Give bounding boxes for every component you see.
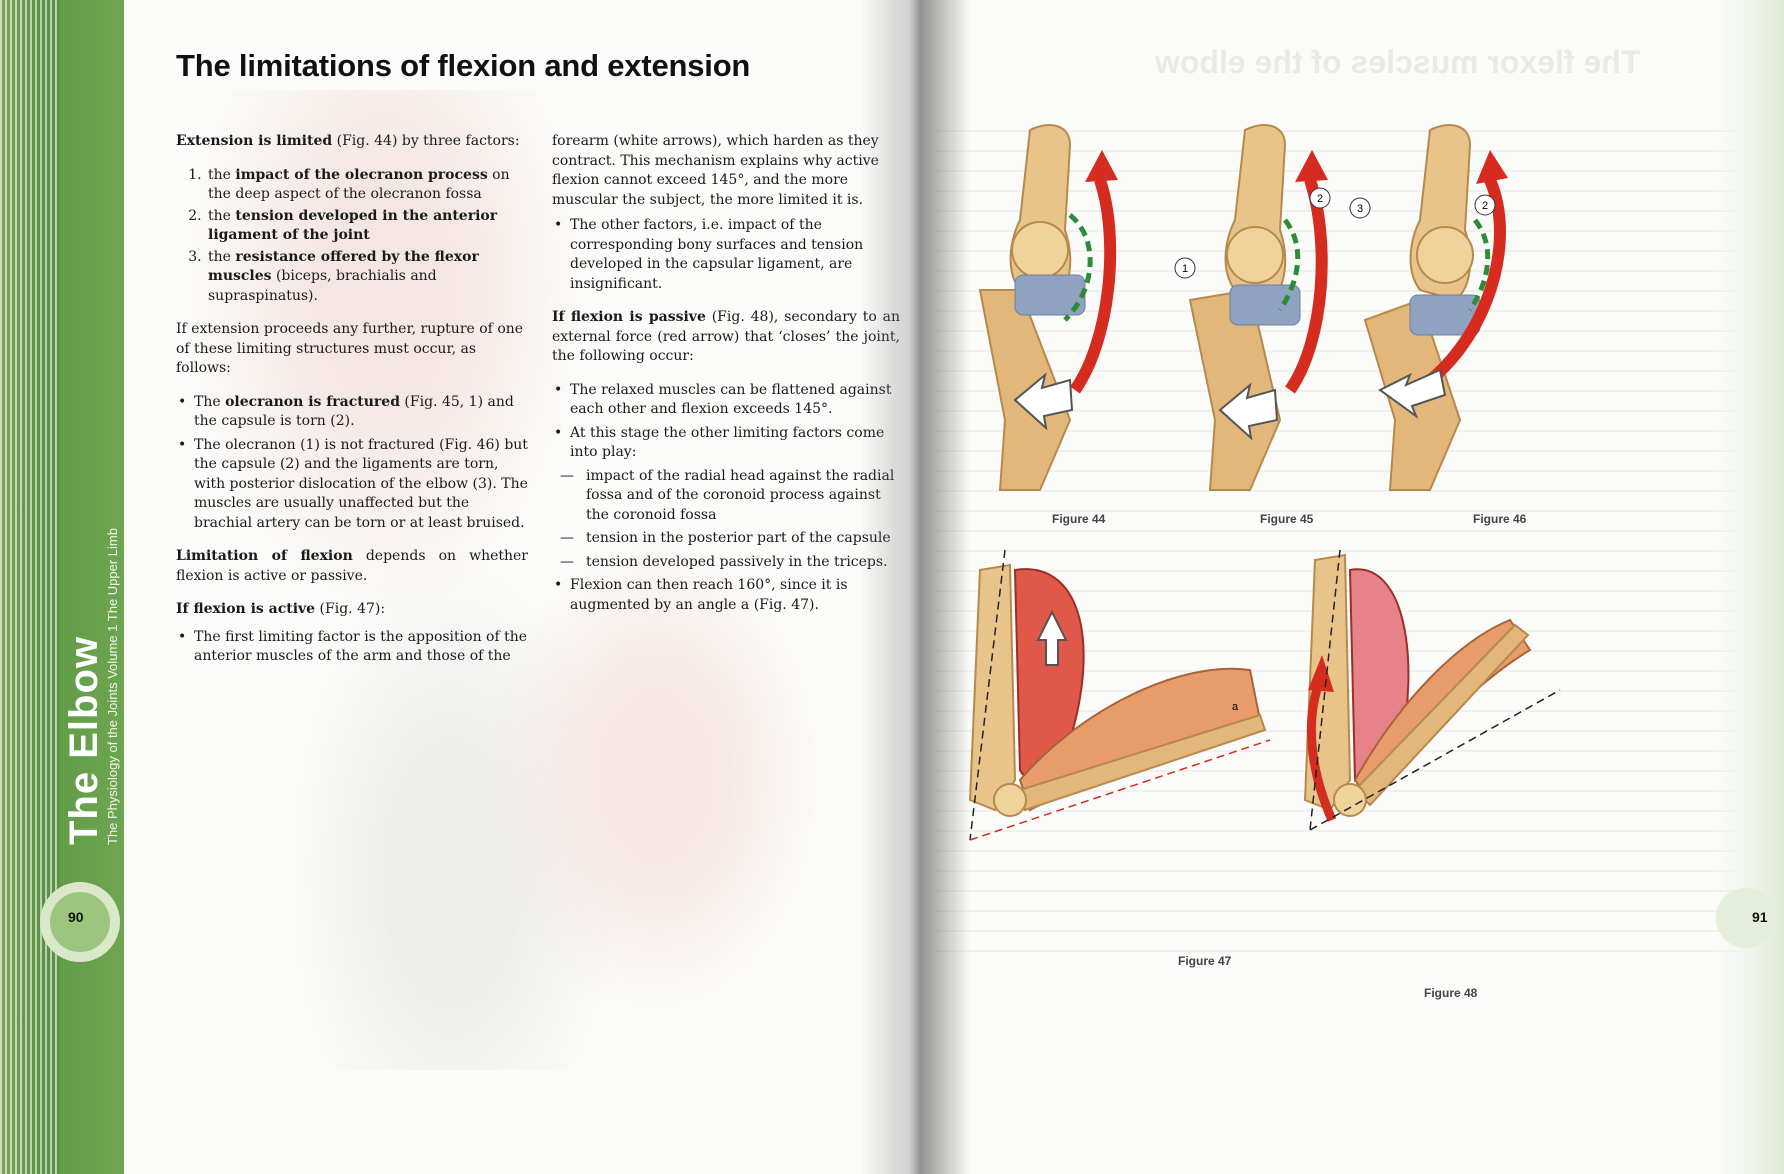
list-item: The other factors, i.e. impact of the co… xyxy=(554,216,900,294)
book-subtitle: The Physiology of the Joints Volume 1 Th… xyxy=(105,528,120,845)
paragraph: If flexion is active (Fig. 47): xyxy=(176,601,386,617)
marker-2 xyxy=(1309,187,1331,209)
bullet-list: The relaxed muscles can be flattened aga… xyxy=(552,381,900,463)
forearm-axis-line xyxy=(969,739,1271,841)
page-number-right: 91 xyxy=(1752,909,1768,925)
page-edge-stripes xyxy=(0,0,60,1174)
figure-46-caption: Figure 46 xyxy=(1473,512,1527,526)
humerus-bone xyxy=(968,563,1017,812)
marker-2 xyxy=(1474,194,1496,216)
marker-2-label: 2 xyxy=(1482,200,1488,212)
list-item: The olecranon (1) is not fractured (Fig.… xyxy=(178,436,528,534)
arrow-head xyxy=(1476,150,1508,184)
elbow-joint xyxy=(993,783,1027,817)
trochlea xyxy=(1416,226,1474,284)
book-gutter-shadow xyxy=(860,0,970,1174)
arrow-head xyxy=(1308,655,1334,692)
bullet-list: Flexion can then reach 160°, since it is… xyxy=(552,576,900,615)
paragraph: If flexion is passive (Fig. 48), seconda… xyxy=(552,309,900,364)
list-item: the tension developed in the anterior li… xyxy=(206,207,528,246)
figure-46-illustration: 3 2 xyxy=(1349,124,1508,491)
angle-a-label: a xyxy=(1232,701,1239,713)
list-item: tension in the posterior part of the cap… xyxy=(560,529,900,549)
passive-force-arrow xyxy=(1306,678,1337,822)
list-item: The relaxed muscles can be flattened aga… xyxy=(554,381,900,420)
text-column-1: Extension is limited (Fig. 44) by three … xyxy=(176,132,528,681)
trochlea xyxy=(1226,226,1284,284)
list-item: At this stage the other limiting factors… xyxy=(554,424,900,463)
marker-2-label: 2 xyxy=(1317,193,1323,205)
anatomy-figures: 1 2 3 2 a xyxy=(968,124,1561,841)
paragraph: Extension is limited (Fig. 44) by three … xyxy=(176,133,520,149)
dash-list: impact of the radial head against the ra… xyxy=(552,467,900,573)
figure-45-illustration: 1 2 xyxy=(1174,124,1331,491)
axis-line xyxy=(969,549,1006,841)
extension-arrow xyxy=(1070,178,1117,394)
marker-1 xyxy=(1174,257,1196,279)
capsule xyxy=(1229,284,1301,326)
show-through-title: The flexor muscles of the elbow xyxy=(1155,44,1641,80)
left-page: 90 The Elbow The Physiology of the Joint… xyxy=(0,0,900,1174)
chapter-tab-text: The Elbow The Physiology of the Joints V… xyxy=(62,528,120,845)
trochlea xyxy=(1011,221,1069,279)
marker-1-label: 1 xyxy=(1182,263,1188,275)
figure-47-caption: Figure 47 xyxy=(1178,954,1232,968)
paragraph: Limitation of flexion depends on whether… xyxy=(176,548,528,584)
bullet-list: The other factors, i.e. impact of the co… xyxy=(552,216,900,294)
arrow-head xyxy=(1085,150,1118,182)
white-arrow xyxy=(1036,609,1068,666)
axis-line xyxy=(1309,549,1341,831)
figure-48-illustration xyxy=(1303,549,1561,831)
elbow-joint xyxy=(1333,783,1367,817)
arrow-head xyxy=(1295,150,1328,182)
page-number-badge xyxy=(1716,888,1776,948)
paragraph: If extension proceeds any further, ruptu… xyxy=(176,321,524,376)
figure-48-caption: Figure 48 xyxy=(1424,986,1478,1000)
list-item: the impact of the olecranon process on t… xyxy=(206,166,528,205)
marker-3-label: 3 xyxy=(1357,203,1363,215)
ligament xyxy=(1277,218,1301,312)
list-item: the resistance offered by the flexor mus… xyxy=(206,248,528,307)
list-item: The first limiting factor is the apposit… xyxy=(178,628,528,667)
page-edge-tab xyxy=(1714,0,1784,1174)
forearm-axis-line xyxy=(1309,689,1561,831)
list-item: Flexion can then reach 160°, since it is… xyxy=(554,576,900,615)
white-arrow xyxy=(1218,382,1279,441)
list-item: The olecranon is fractured (Fig. 45, 1) … xyxy=(178,393,528,432)
figure-45-caption: Figure 45 xyxy=(1260,512,1314,526)
bullet-list: The first limiting factor is the apposit… xyxy=(176,628,528,667)
marker-3 xyxy=(1349,197,1371,219)
figure-47-illustration: a xyxy=(968,549,1271,841)
chapter-title: The Elbow xyxy=(62,636,106,845)
figure-44-caption: Figure 44 xyxy=(1052,512,1106,526)
ligament xyxy=(1467,218,1491,312)
text-column-2: forearm (white arrows), which harden as … xyxy=(552,132,900,629)
page-number-left: 90 xyxy=(68,909,84,925)
white-arrow xyxy=(1378,368,1447,419)
figure-44-illustration xyxy=(978,124,1118,491)
white-arrow xyxy=(1013,372,1074,431)
list-item: impact of the radial head against the ra… xyxy=(560,467,900,526)
list-item: tension developed passively in the trice… xyxy=(560,553,900,573)
page-number-badge xyxy=(40,882,120,962)
factor-list: the impact of the olecranon process on t… xyxy=(176,166,528,307)
paragraph: forearm (white arrows), which harden as … xyxy=(552,133,879,208)
ligament xyxy=(1063,213,1093,322)
bullet-list: The olecranon is fractured (Fig. 45, 1) … xyxy=(176,393,528,534)
page-title: The limitations of flexion and extension xyxy=(176,48,751,83)
